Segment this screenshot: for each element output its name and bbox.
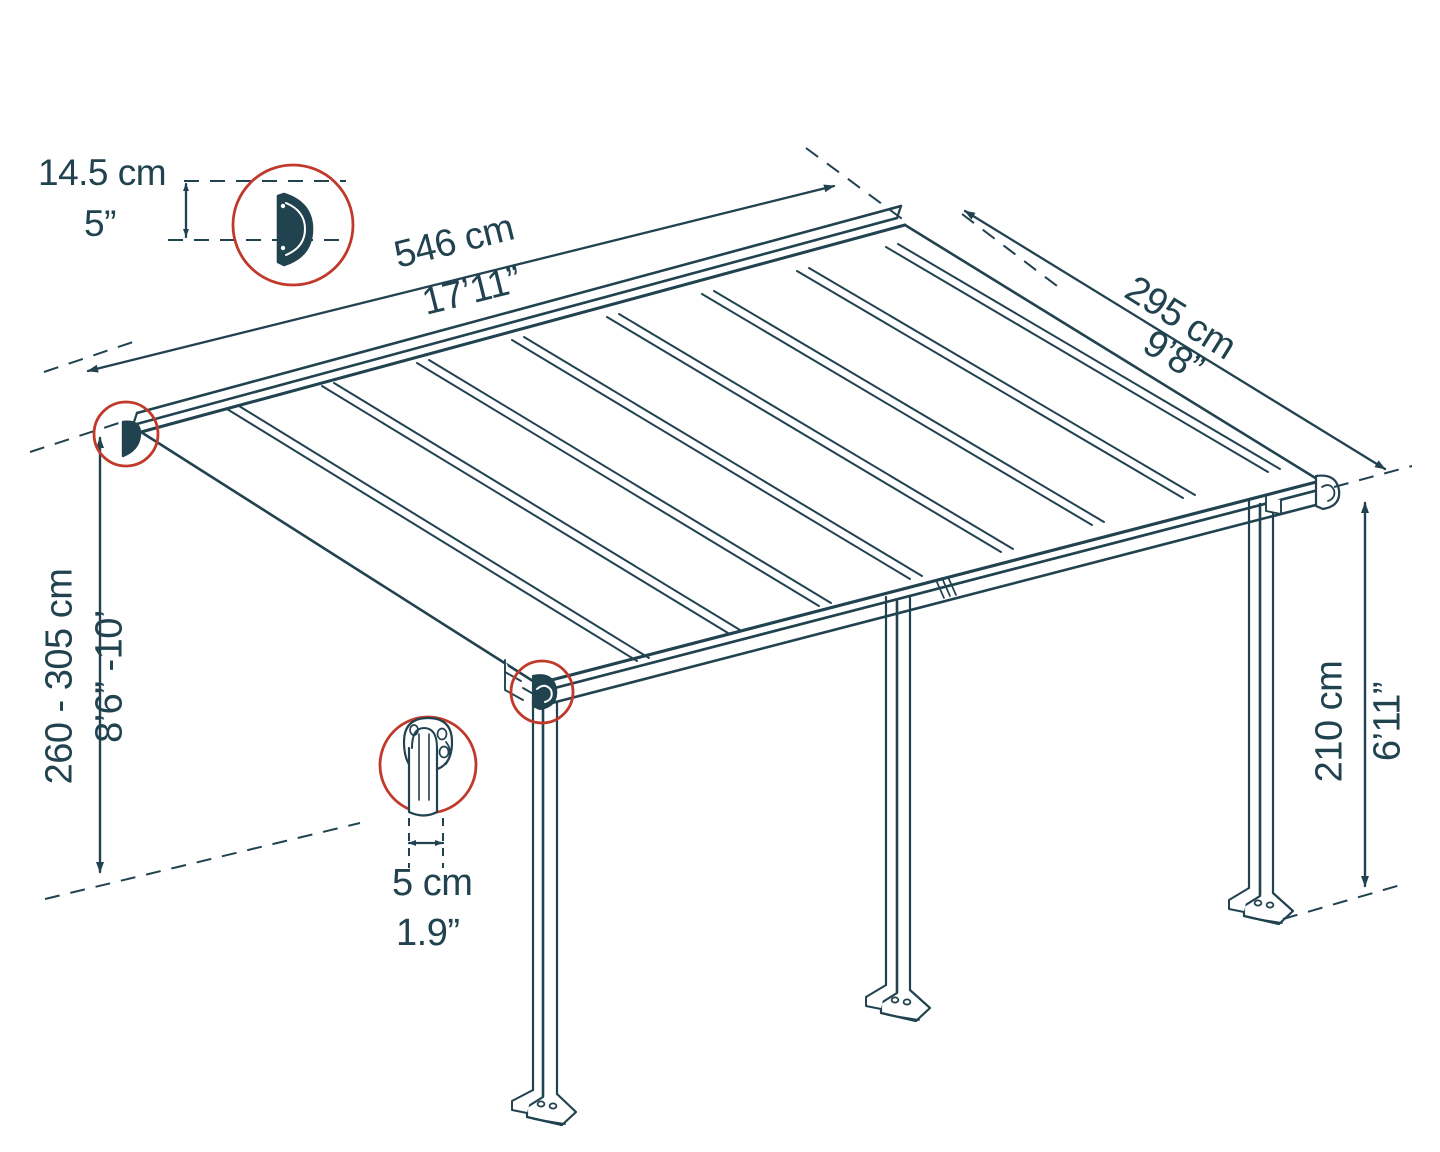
ext-wall-top — [43, 341, 134, 373]
ext-front-top — [1333, 465, 1413, 488]
detail-circle-profile — [231, 163, 355, 287]
post-right — [1228, 498, 1295, 926]
corner-cap-front-left — [531, 674, 558, 711]
label-profile-height-imperial: 5” — [84, 203, 116, 244]
detail-circle-corner — [509, 659, 575, 725]
label-wall-height-metric: 260 - 305 cm — [38, 568, 81, 785]
post-middle — [865, 595, 932, 1023]
ext-depth-left — [805, 147, 906, 222]
post-left — [511, 698, 578, 1127]
dim-arrow-depth — [963, 209, 1387, 471]
beam-profile-cross-section — [276, 192, 314, 267]
label-front-height-imperial: 6’11” — [1366, 681, 1409, 762]
label-profile-height-metric: 14.5 cm — [38, 152, 167, 193]
beam-end-cap-wall — [121, 420, 142, 458]
ext-wall-bottom — [29, 419, 129, 453]
label-post-width-metric: 5 cm — [392, 862, 473, 904]
post-profile-cross-section — [402, 716, 454, 817]
dim-arrow-width — [86, 184, 836, 373]
label-post-width-imperial: 1.9” — [396, 912, 460, 954]
corner-cap-front-right — [1265, 474, 1341, 515]
detail-circle-wall-beam — [92, 400, 160, 468]
label-front-height-metric: 210 cm — [1308, 660, 1351, 783]
ext-front-bottom — [1282, 883, 1405, 920]
front-gutter-beam — [538, 478, 1337, 705]
label-wall-height-imperial: 8’6” -10’ — [88, 610, 131, 743]
ground-line — [44, 822, 361, 900]
